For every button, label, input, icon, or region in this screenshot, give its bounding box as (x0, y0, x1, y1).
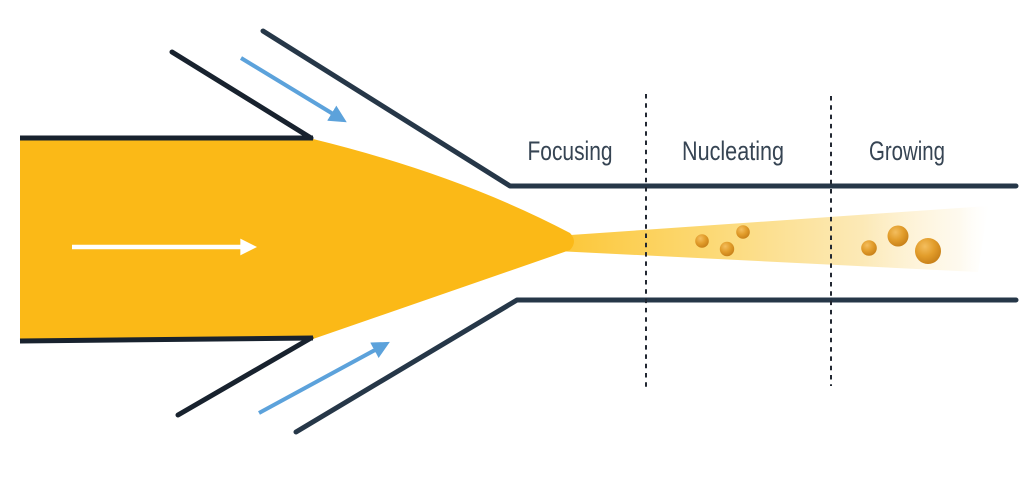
channel-wall-diagonal-bottom-inner (175, 335, 314, 418)
channel-wall-inlet-bottom (19, 335, 314, 344)
channel-wall-outlet-top (260, 28, 1019, 189)
droplet-particle (719, 241, 735, 257)
zone-label-focusing: Focusing (528, 136, 613, 166)
focused-jet-stream (556, 206, 988, 272)
sheath-flow-arrow-bottom-icon (258, 341, 390, 415)
zone-label-growing: Growing (869, 136, 945, 166)
droplet-particles (695, 225, 941, 264)
channel-wall-outlet-bottom (293, 297, 1019, 435)
droplet-particle (861, 240, 877, 256)
dispersed-phase-stream (20, 139, 574, 342)
channel-wall-diagonal-top-inner (169, 49, 314, 141)
zone-label-nucleating: Nucleating (682, 136, 784, 166)
droplet-particle (695, 234, 709, 248)
droplet-particle (887, 225, 909, 247)
droplet-particle (736, 225, 750, 239)
droplet-particle (915, 238, 941, 264)
sheath-flow-arrow-top-icon (239, 56, 347, 123)
